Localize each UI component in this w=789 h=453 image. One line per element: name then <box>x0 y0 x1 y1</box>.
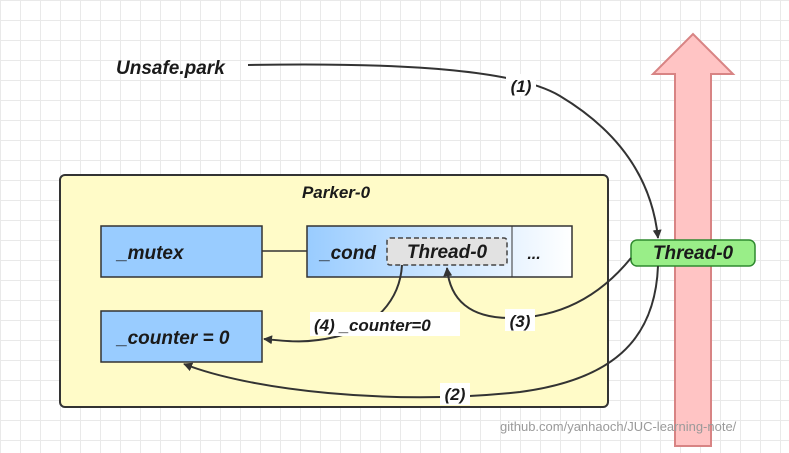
mutex-box <box>100 225 263 278</box>
thread-node <box>630 239 756 267</box>
watermark-text: github.com/yanhaoch/JUC-learning-note/ <box>500 419 737 434</box>
step-4-bg <box>310 312 460 336</box>
step-2-label: (2) <box>445 385 466 404</box>
thread-node-label: Thread-0 <box>653 243 734 264</box>
step-1-bg <box>506 74 536 96</box>
counter-label: _counter = 0 <box>115 328 230 349</box>
step-2-bg <box>440 383 470 405</box>
cond-label: _cond <box>318 243 376 264</box>
parker-container <box>59 174 609 408</box>
unsafe-park-label: Unsafe.park <box>116 58 226 79</box>
counter-box <box>100 310 263 363</box>
arrow-step-2 <box>183 265 659 399</box>
cond-queue-thread-label: Thread-0 <box>407 242 488 263</box>
cond-ellipsis: ... <box>527 246 540 263</box>
step-1-label: (1) <box>511 77 532 96</box>
step-3-bg <box>505 309 535 331</box>
cond-queue-thread-box <box>386 237 508 266</box>
parker-title: Parker-0 <box>302 183 371 202</box>
step-3-label: (3) <box>510 312 531 331</box>
mutex-label: _mutex <box>115 243 185 264</box>
step-4-label: (4) _counter=0 <box>314 316 431 335</box>
arrow-step-1 <box>247 63 662 239</box>
arrow-step-4 <box>263 264 403 345</box>
